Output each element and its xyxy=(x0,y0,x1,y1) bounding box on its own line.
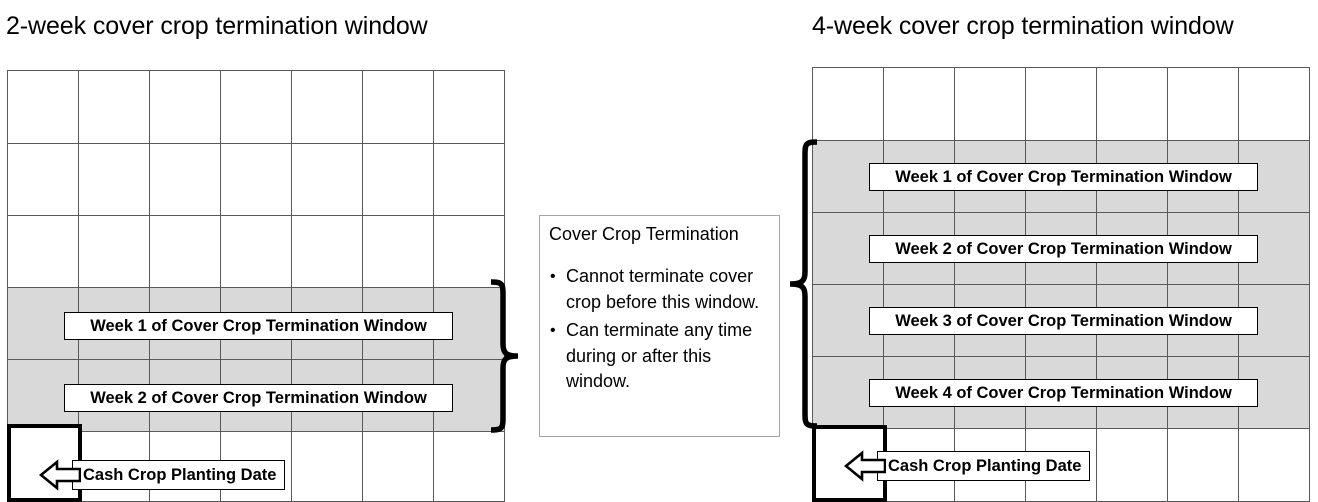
calendar-cell[interactable] xyxy=(78,71,149,143)
curly-brace-left-icon xyxy=(789,139,818,429)
curly-brace-right-icon xyxy=(490,279,519,433)
calendar-cell[interactable] xyxy=(220,71,291,143)
week-label-box-left-1[interactable]: Week 1 of Cover Crop Termination Window xyxy=(64,312,453,340)
calendar-cell[interactable] xyxy=(78,144,149,215)
calendar-cell[interactable] xyxy=(78,216,149,287)
left-block-arrow-icon-left xyxy=(39,459,81,491)
calendar-row xyxy=(8,143,504,215)
callout-title: Cover Crop Termination xyxy=(549,224,739,244)
week-label-box-right-1[interactable]: Week 1 of Cover Crop Termination Window xyxy=(869,163,1258,191)
calendar-cell[interactable] xyxy=(1238,68,1309,140)
calendar-cell[interactable] xyxy=(220,216,291,287)
calendar-row xyxy=(8,71,504,143)
week-label-box-right-2[interactable]: Week 2 of Cover Crop Termination Window xyxy=(869,235,1258,263)
calendar-cell[interactable] xyxy=(291,71,362,143)
planting-date-label-left[interactable]: Cash Crop Planting Date xyxy=(72,460,285,490)
callout-box: Cover Crop Termination Cannot terminate … xyxy=(539,215,780,437)
calendar-cell[interactable] xyxy=(1167,68,1238,140)
calendar-cell[interactable] xyxy=(8,144,78,215)
calendar-cell[interactable] xyxy=(291,144,362,215)
calendar-cell[interactable] xyxy=(362,432,433,501)
calendar-cell[interactable] xyxy=(433,432,504,501)
callout-bullet: Cannot terminate cover crop before this … xyxy=(549,264,775,315)
calendar-cell[interactable] xyxy=(433,71,504,143)
calendar-row xyxy=(813,68,1309,140)
calendar-cell[interactable] xyxy=(362,144,433,215)
week-label-box-right-4[interactable]: Week 4 of Cover Crop Termination Window xyxy=(869,379,1258,407)
calendar-cell[interactable] xyxy=(1238,429,1309,501)
left-block-arrow-icon-right xyxy=(844,450,886,482)
page-title-left: 2-week cover crop termination window xyxy=(6,12,428,40)
calendar-cell[interactable] xyxy=(813,68,883,140)
calendar-grid-left xyxy=(7,70,505,502)
calendar-cell[interactable] xyxy=(291,432,362,501)
calendar-cell[interactable] xyxy=(1096,429,1167,501)
page-title-right: 4-week cover crop termination window xyxy=(812,12,1234,40)
planting-date-label-right[interactable]: Cash Crop Planting Date xyxy=(877,451,1090,481)
calendar-cell[interactable] xyxy=(291,216,362,287)
calendar-row xyxy=(8,215,504,287)
calendar-cell[interactable] xyxy=(362,71,433,143)
callout-bullet: Can terminate any time during or after t… xyxy=(549,318,775,395)
calendar-cell[interactable] xyxy=(1096,68,1167,140)
planting-date-cell-left[interactable] xyxy=(7,424,82,502)
calendar-cell[interactable] xyxy=(1167,429,1238,501)
calendar-cell[interactable] xyxy=(883,68,954,140)
calendar-cell[interactable] xyxy=(954,68,1025,140)
week-label-box-right-3[interactable]: Week 3 of Cover Crop Termination Window xyxy=(869,307,1258,335)
calendar-cell[interactable] xyxy=(362,216,433,287)
calendar-cell[interactable] xyxy=(149,216,220,287)
calendar-cell[interactable] xyxy=(433,216,504,287)
calendar-cell[interactable] xyxy=(433,144,504,215)
calendar-cell[interactable] xyxy=(8,71,78,143)
calendar-cell[interactable] xyxy=(1025,68,1096,140)
callout-bullet-list: Cannot terminate cover crop before this … xyxy=(549,264,775,398)
calendar-cell[interactable] xyxy=(8,216,78,287)
calendar-cell[interactable] xyxy=(149,71,220,143)
calendar-cell[interactable] xyxy=(220,144,291,215)
week-label-box-left-2[interactable]: Week 2 of Cover Crop Termination Window xyxy=(64,384,453,412)
calendar-cell[interactable] xyxy=(149,144,220,215)
